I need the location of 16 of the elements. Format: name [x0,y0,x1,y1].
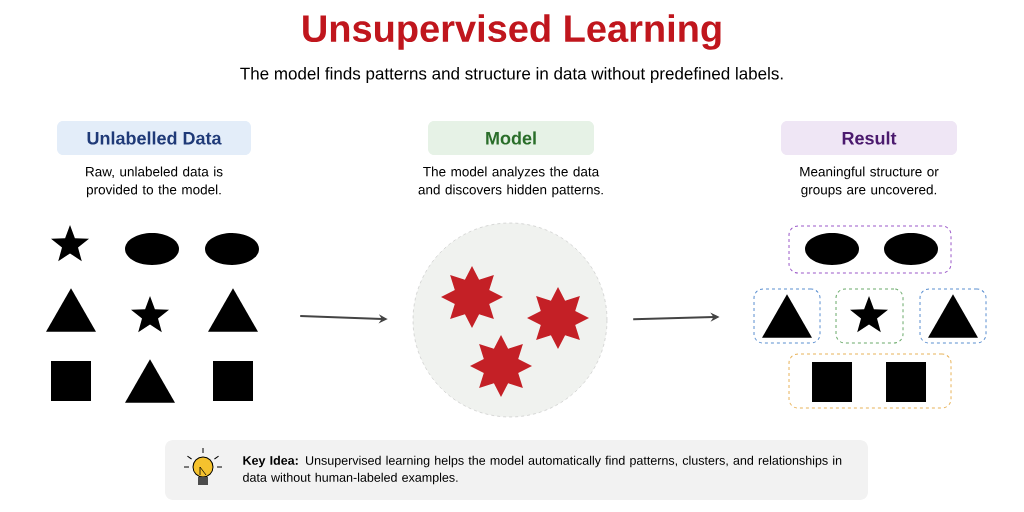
description-text: The model analyzes the data and discovers hidden patterns. [418,166,603,198]
cluster-box [788,225,952,274]
description-text: Raw, unlabeled data is provided to the model. [86,166,223,198]
header-box: Model [428,121,594,155]
description-text: Meaningful structure or groups are uncovered. [800,166,939,198]
shapes-drawing [46,225,259,403]
cluster-box [919,288,987,344]
header-box: Result [781,121,957,155]
cluster-box [788,353,952,409]
subtitle: The model finds patterns and structure in data without predefined labels. [240,67,783,83]
title: Unsupervised Learning [303,14,721,50]
model-circle [412,222,608,418]
header-box: Unlabelled Data [57,121,251,155]
key-idea-box: Key Idea: Unsupervised learning helps the model automatically find patterns, clusters, and relationships in data without human-labeled examples. [165,440,868,500]
cluster-box [753,288,821,344]
cluster-box [835,288,904,344]
